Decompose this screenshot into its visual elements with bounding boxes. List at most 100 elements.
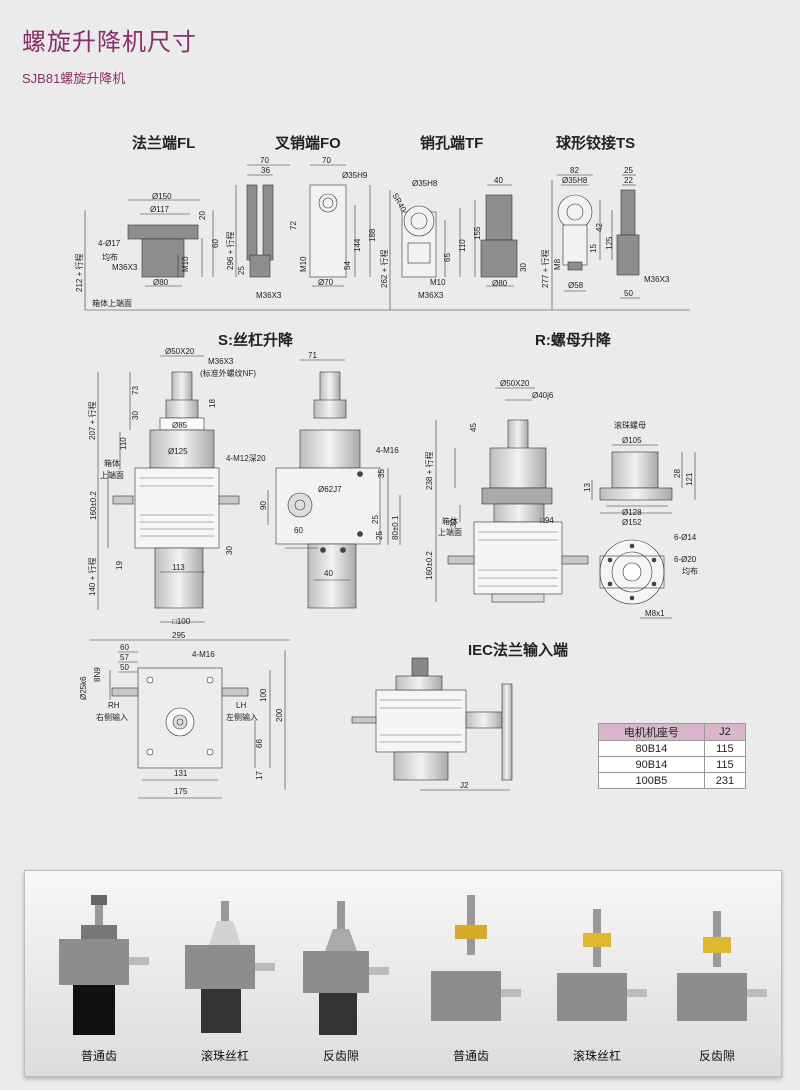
product-photo: 滚珠丝杠 [537,871,657,1076]
dim-text: 155 [473,226,482,240]
dim-text: 均布 [682,566,698,576]
dim-text: Ø152 [622,518,642,527]
dim-text: 4-M12深20 [226,454,266,463]
dim-text: 50 [624,289,633,298]
table-header-row: 电机机座号 J2 [598,723,747,741]
dim-text: 17 [255,771,264,780]
dim-text: 13 [583,483,592,492]
page-subtitle: SJB81螺旋升降机 [22,71,126,86]
dim-text: 25 [237,266,246,275]
section-title-fl: 法兰端FL [132,134,195,152]
dim-text: Ø70 [318,278,334,287]
dim-text: 6-Ø20 [674,555,697,564]
dim-text: 4-Ø17 [98,239,121,248]
dim-text: Ø35H9 [342,171,368,180]
dim-text: 50 [120,663,129,672]
dim-text: Ø58 [568,281,584,290]
product-photo: 滚珠丝杠 [165,871,285,1076]
dim-text: 110 [458,239,467,252]
dim-text: 4-M16 [376,446,399,455]
table-row: 90B14 115 [598,756,747,773]
dim-text: 20 [198,211,207,220]
dim-text: 28 [673,469,682,478]
dim-text: 30 [131,411,140,420]
dim-text: 30 [225,546,234,555]
dim-text: 144 [353,238,362,252]
dim-text: Ø25k6 [79,676,88,700]
dim-text: 262 + 行程 [379,250,389,288]
product-photo: 反齿隙 [281,871,401,1076]
dim-text: 66 [255,739,264,748]
dim-text: Ø50X20 [500,379,530,388]
section-title-fo: 叉销端FO [274,134,341,152]
section-title-tf: 销孔端TF [420,134,483,152]
dim-text: Ø62J7 [318,485,342,494]
product-photo: 反齿隙 [657,871,777,1076]
dim-text: 40 [324,569,333,578]
dim-text: 箱体上端面 [92,298,132,308]
dim-text: 60 [211,239,220,248]
dim-text: 19 [115,561,124,570]
dim-text: 57 [120,653,129,662]
dim-text: M10 [299,256,308,272]
dim-text: 207 + 行程 [87,402,97,440]
dim-text: Ø125 [168,447,188,456]
dim-text: Ø40j6 [532,391,554,400]
dimension-drawing: 法兰端FL 叉销端FO 销孔端TF 球形铰接TS S:丝杠升降 R:螺母升降 I… [74,134,698,799]
dim-text: 121 [685,472,694,486]
dim-text: Ø35H8 [562,176,588,185]
dim-text: 40 [494,176,503,185]
section-title-iec: IEC法兰输入端 [468,641,568,659]
dim-text: Ø35H8 [412,179,438,188]
dim-text: 60 [120,643,129,652]
section-title-r: R:螺母升降 [535,331,612,349]
table-header-cell: J2 [703,723,747,741]
dim-text: 30 [449,519,458,528]
product-photo: 普通齿 [411,871,531,1076]
photo-caption: 滚珠丝杠 [572,1049,621,1063]
dim-text: 200 [275,708,284,722]
dim-text: 箱体 [442,516,458,526]
jack-image [59,895,149,1035]
jack-image [185,901,275,1033]
table-row: 100B5 231 [598,772,747,789]
photo-caption: 反齿隙 [322,1049,359,1063]
dim-text: 6-Ø14 [674,533,697,542]
product-photo-strip: 普通齿 滚珠丝杠 反齿隙 普通齿 滚珠丝杠 [24,870,782,1077]
dim-text: 110 [119,437,128,450]
dim-text: 8N9 [93,667,102,682]
dim-text: Ø105 [622,436,642,445]
dim-text: 175 [174,787,188,796]
dim-text: 22 [624,176,633,185]
table-cell: 115 [703,740,747,757]
dim-text: 80±0.1 [391,515,400,540]
dim-text: M36X3 [112,263,138,272]
dim-text: 70 [260,156,269,165]
dim-text: 30 [519,263,528,272]
dim-text: Ø80 [492,279,508,288]
dim-text: 72 [289,221,298,230]
dim-text: 113 [172,563,185,572]
dim-text: Ø50X20 [165,347,195,356]
dim-text: 18 [208,399,217,408]
dim-text: 295 [172,631,186,640]
dim-text: 60 [294,526,303,535]
jack-image [303,901,389,1035]
dim-text: Ø117 [150,205,170,214]
section-title-ts: 球形铰接TS [556,134,635,152]
dim-text: 滚珠螺母 [614,420,646,430]
dim-text: Ø80 [153,278,169,287]
dim-text: 160±0.2 [89,491,98,520]
dim-text: M8 [553,258,562,270]
dim-text: 箱体 [104,458,120,468]
dim-text: 均布 [102,252,118,262]
jack-image [677,911,767,1021]
dim-text: 15 [589,244,598,253]
dim-text: Ø128 [622,508,642,517]
table-cell: 231 [703,772,747,789]
dim-text: 54 [343,261,352,270]
dim-text: M10 [181,256,190,272]
dim-text: Ø150 [152,192,172,201]
dim-text: 90 [259,501,268,510]
dim-text: J2 [460,781,469,790]
